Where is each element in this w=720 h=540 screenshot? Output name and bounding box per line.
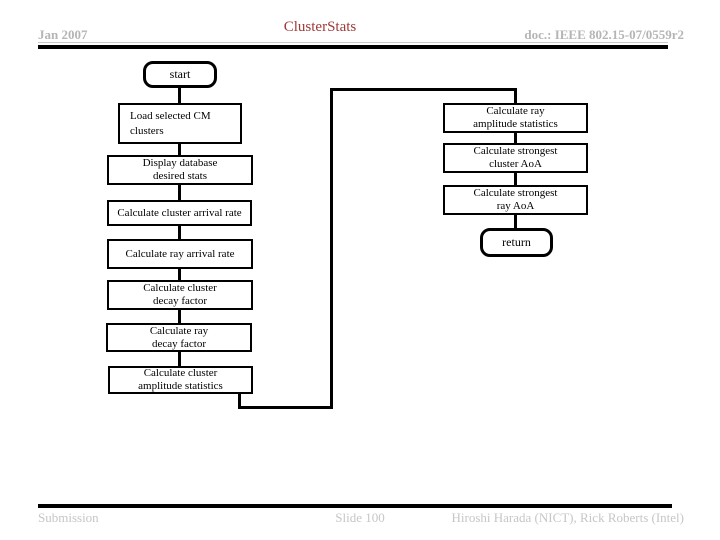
connector-ray-arrival-to-cluster-decay: [178, 269, 181, 280]
node-calculate-strongest-ray-aoa: Calculate strongest ray AoA: [443, 185, 588, 215]
header-rule: [38, 45, 668, 49]
connector-loop-into-ray-amplitude: [514, 88, 517, 103]
connector-loop-vertical: [330, 88, 333, 409]
node-calculate-cluster-decay-factor: Calculate cluster decay factor: [107, 280, 253, 310]
node-calculate-cluster-arrival-rate: Calculate cluster arrival rate: [107, 200, 252, 226]
node-calculate-strongest-cluster-aoa: Calculate strongest cluster AoA: [443, 143, 588, 173]
connector-cluster-arrival-to-ray-arrival: [178, 226, 181, 239]
slide-title: ClusterStats: [283, 19, 357, 35]
header-doc-number: doc.: IEEE 802.15-07/0559r2: [524, 27, 684, 42]
connector-start-to-load: [178, 88, 181, 103]
header-date: Jan 2007: [38, 27, 88, 42]
node-start: start: [143, 61, 217, 88]
footer-slide-number: Slide 100: [335, 510, 385, 525]
connector-cluster-decay-to-ray-decay: [178, 310, 181, 323]
node-load-selected-cm-clusters: Load selected CM clusters: [118, 103, 242, 144]
footer-authors: Hiroshi Harada (NICT), Rick Roberts (Int…: [451, 510, 685, 525]
node-calculate-ray-decay-factor: Calculate ray decay factor: [106, 323, 252, 352]
connector-ray-decay-to-cluster-amplitude: [178, 352, 181, 366]
connector-loop-top: [330, 88, 516, 91]
node-calculate-ray-amplitude-statistics: Calculate ray amplitude statistics: [443, 103, 588, 133]
connector-display-to-cluster-arrival: [178, 185, 181, 200]
node-calculate-cluster-amplitude-statistics: Calculate cluster amplitude statistics: [108, 366, 253, 394]
node-calculate-ray-arrival-rate: Calculate ray arrival rate: [107, 239, 253, 269]
connector-loop-down: [238, 394, 241, 409]
node-return: return: [480, 228, 553, 257]
node-display-database-desired-stats: Display database desired stats: [107, 155, 253, 185]
header-thin-rule: [38, 42, 668, 43]
connector-strongest-ray-to-return: [514, 215, 517, 228]
connector-ray-amplitude-to-strongest-cluster: [514, 133, 517, 143]
footer-rule: [38, 504, 672, 508]
connector-strongest-cluster-to-strongest-ray: [514, 173, 517, 185]
connector-load-to-display: [178, 144, 181, 155]
connector-loop-bottom: [238, 406, 333, 409]
footer-submission: Submission: [38, 510, 99, 525]
